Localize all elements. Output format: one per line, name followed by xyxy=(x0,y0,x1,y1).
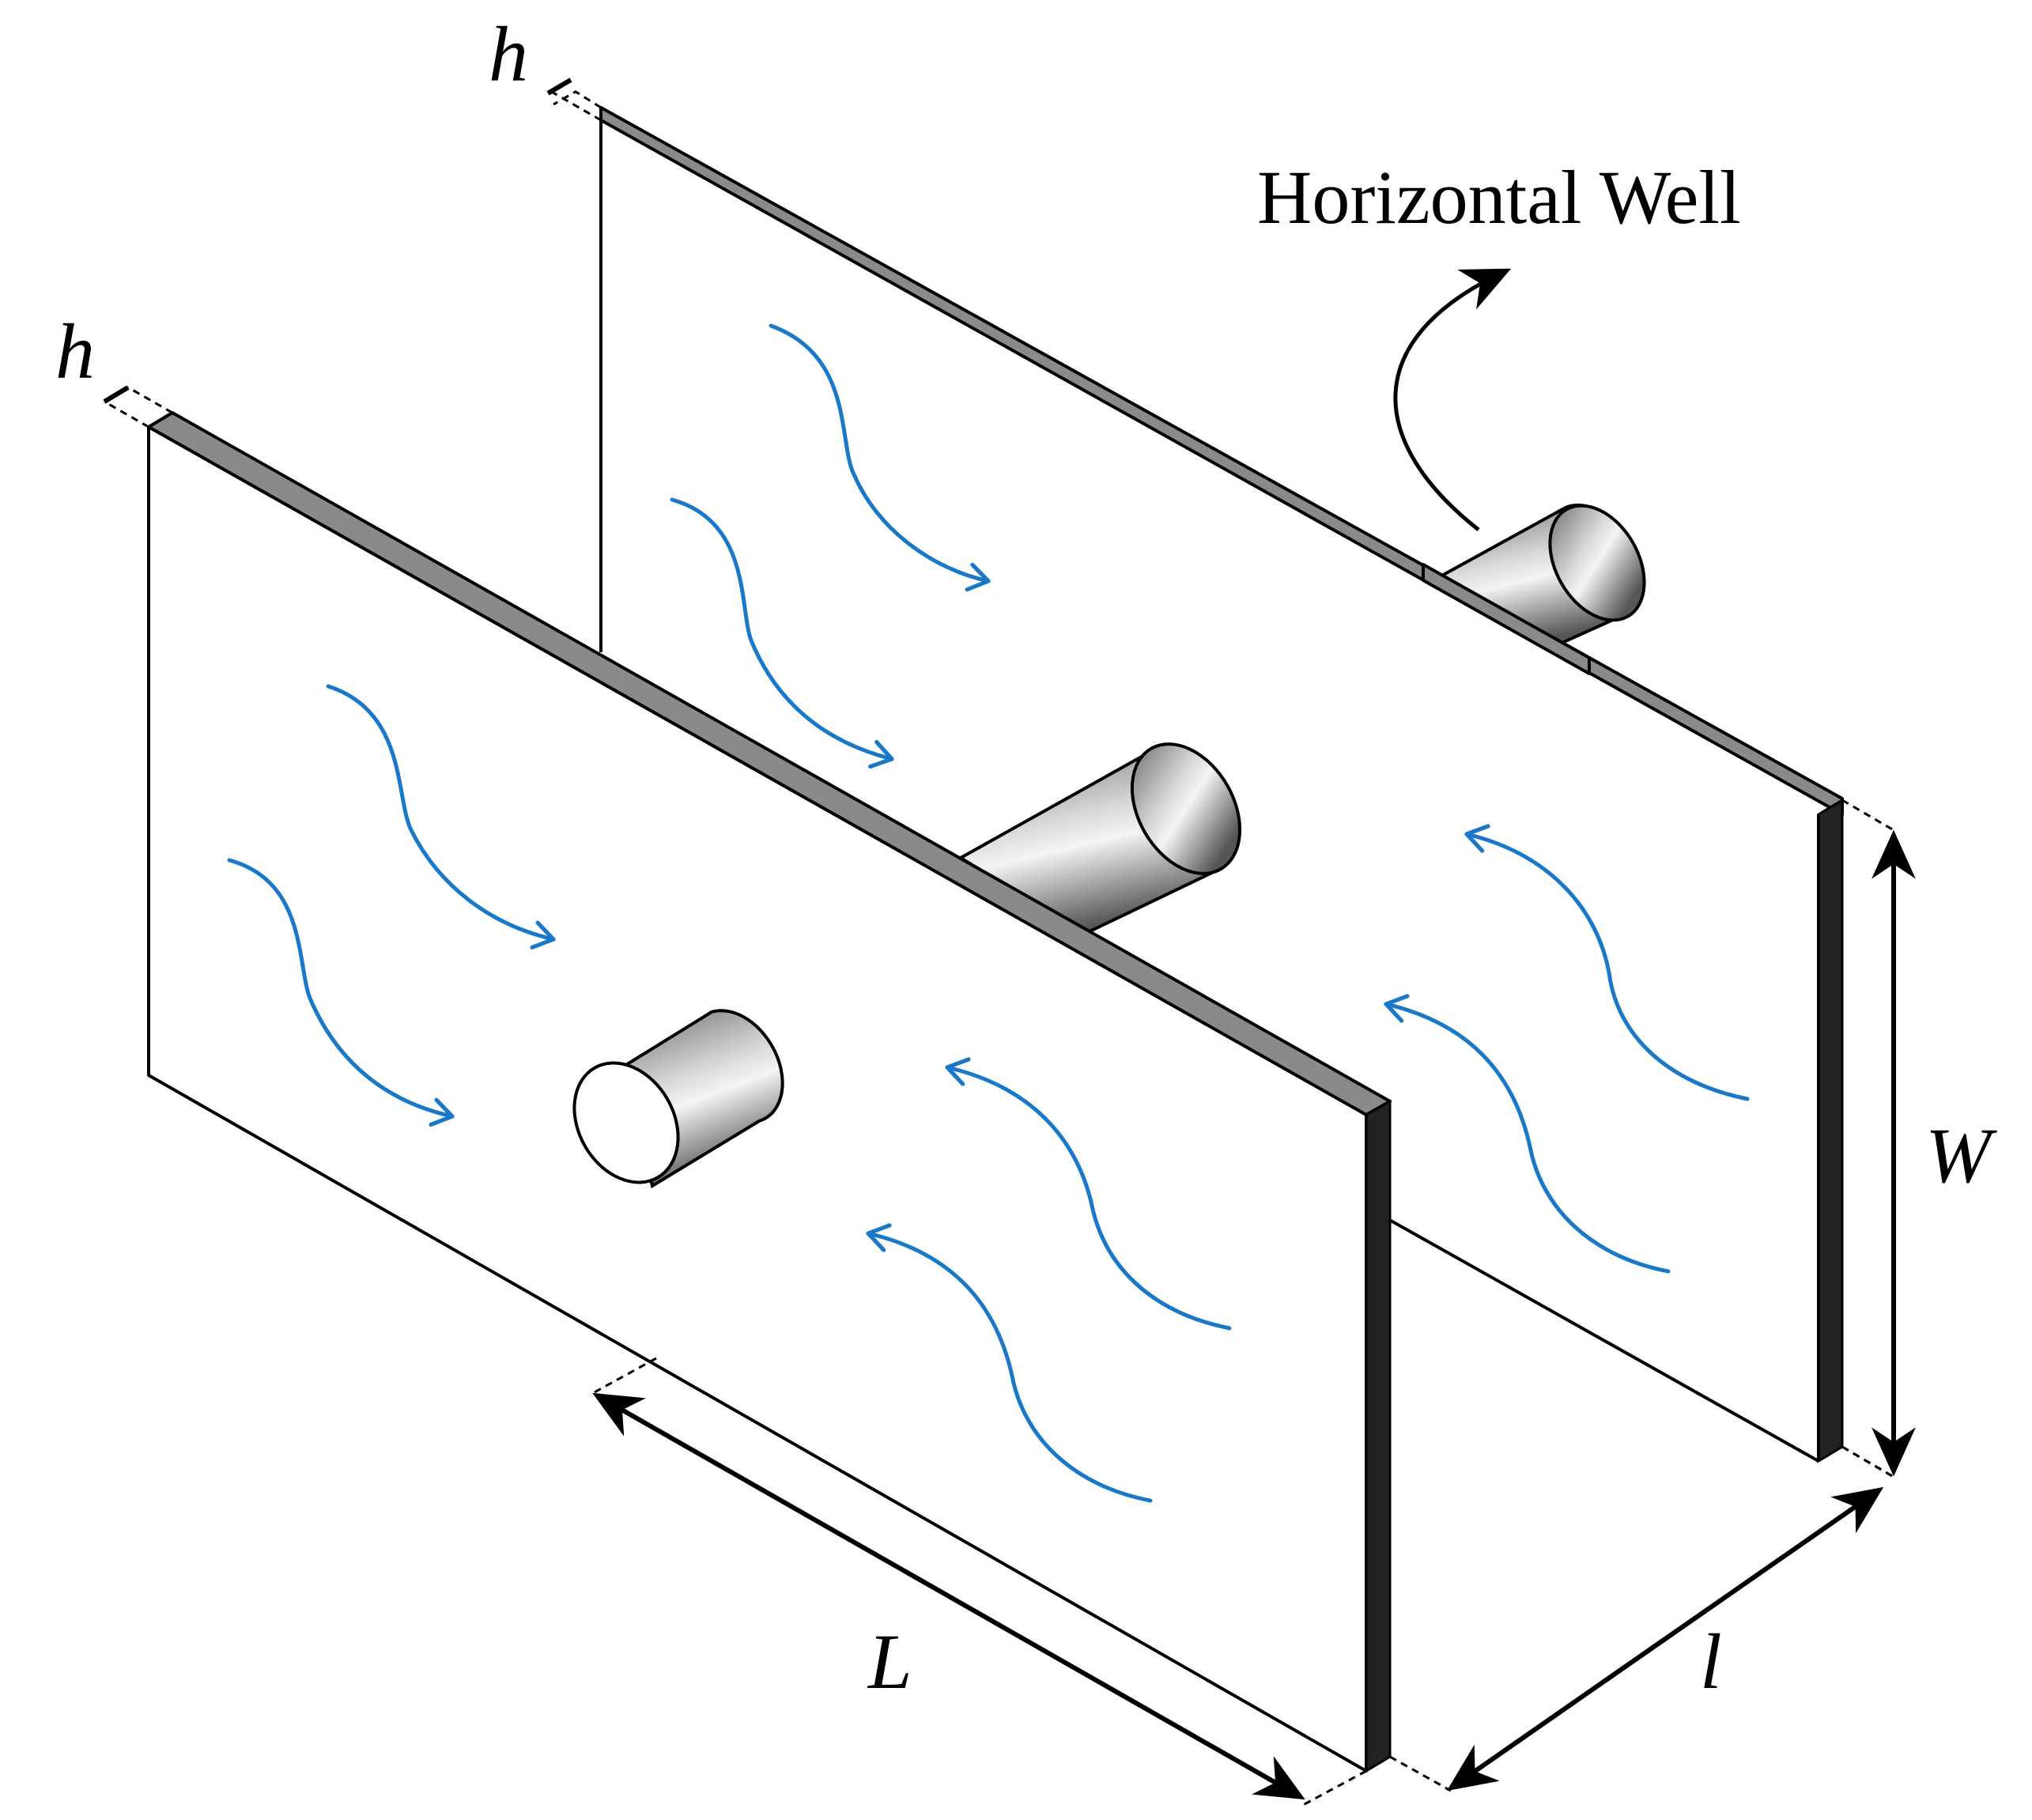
middle-well-pipe xyxy=(957,742,1242,937)
label-h-front: h xyxy=(55,308,95,395)
front-well-pipe xyxy=(572,1009,784,1189)
label-horizontal-well: Horizontal Well xyxy=(1257,155,1741,240)
label-W: W xyxy=(1925,1112,1997,1199)
L-dimension-arrow xyxy=(592,1392,1305,1800)
L-dimension: L xyxy=(592,1357,1367,1807)
flow-arrow xyxy=(227,858,455,1127)
l-dimension: l xyxy=(1389,1445,1894,1792)
label-L: L xyxy=(867,1618,912,1705)
back-fracture-bottom-edge xyxy=(1379,1213,1819,1463)
back-fracture-side-edge xyxy=(1817,798,1844,1463)
flow-arrow xyxy=(769,323,991,592)
front-fracture-side-edge xyxy=(1365,1099,1392,1773)
well-pipe-opening xyxy=(572,1061,680,1184)
back-fracture-flow-arrows xyxy=(670,323,1750,1274)
l-dimension-arrow xyxy=(1446,1486,1884,1792)
callout-curved-arrow xyxy=(1393,268,1512,531)
flow-arrow xyxy=(1384,994,1671,1274)
h-dimension-back: h xyxy=(489,10,602,122)
horizontal-well-callout: Horizontal Well xyxy=(1257,155,1741,531)
label-l-small: l xyxy=(1700,1618,1722,1705)
flow-arrow xyxy=(1464,824,1750,1101)
flow-arrow xyxy=(670,497,894,769)
W-dimension: W xyxy=(1841,799,1997,1478)
label-h-back: h xyxy=(489,10,528,98)
flow-arrow xyxy=(945,1057,1232,1331)
flow-arrow xyxy=(326,684,556,950)
h-dimension-front: h xyxy=(55,308,173,429)
back-fracture-top-edge-overlay xyxy=(1422,563,1591,675)
back-well-pipe xyxy=(1436,503,1646,651)
